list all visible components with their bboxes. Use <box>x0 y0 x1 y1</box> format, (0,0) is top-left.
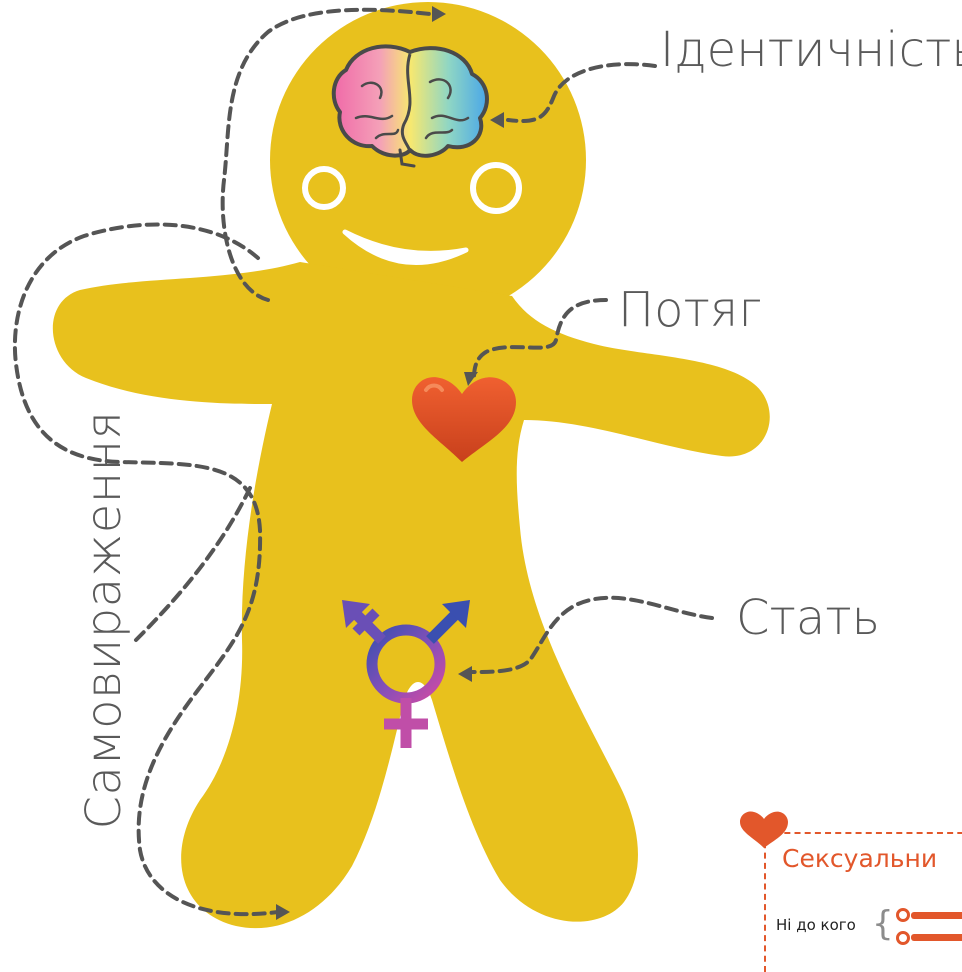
attraction-label: Потяг <box>618 286 762 334</box>
expression-label: Самовираження <box>76 411 132 830</box>
identity-label: Ідентичність <box>660 26 962 74</box>
diagram-canvas <box>0 0 962 950</box>
scale-knob[interactable] <box>896 931 910 945</box>
scale-bar <box>911 912 962 919</box>
scale-meter <box>896 904 962 944</box>
scale-bar <box>911 934 962 941</box>
expression-connector <box>136 488 250 640</box>
scale-label: Ні до кого <box>776 918 856 933</box>
scale-knob[interactable] <box>896 908 910 922</box>
genderbread-diagram: Ідентичність Потяг Стать Самовираження С… <box>0 0 962 950</box>
panel-title: Сексуальни <box>782 846 937 871</box>
sex-label: Стать <box>736 594 880 642</box>
brace-icon: { <box>872 907 894 941</box>
